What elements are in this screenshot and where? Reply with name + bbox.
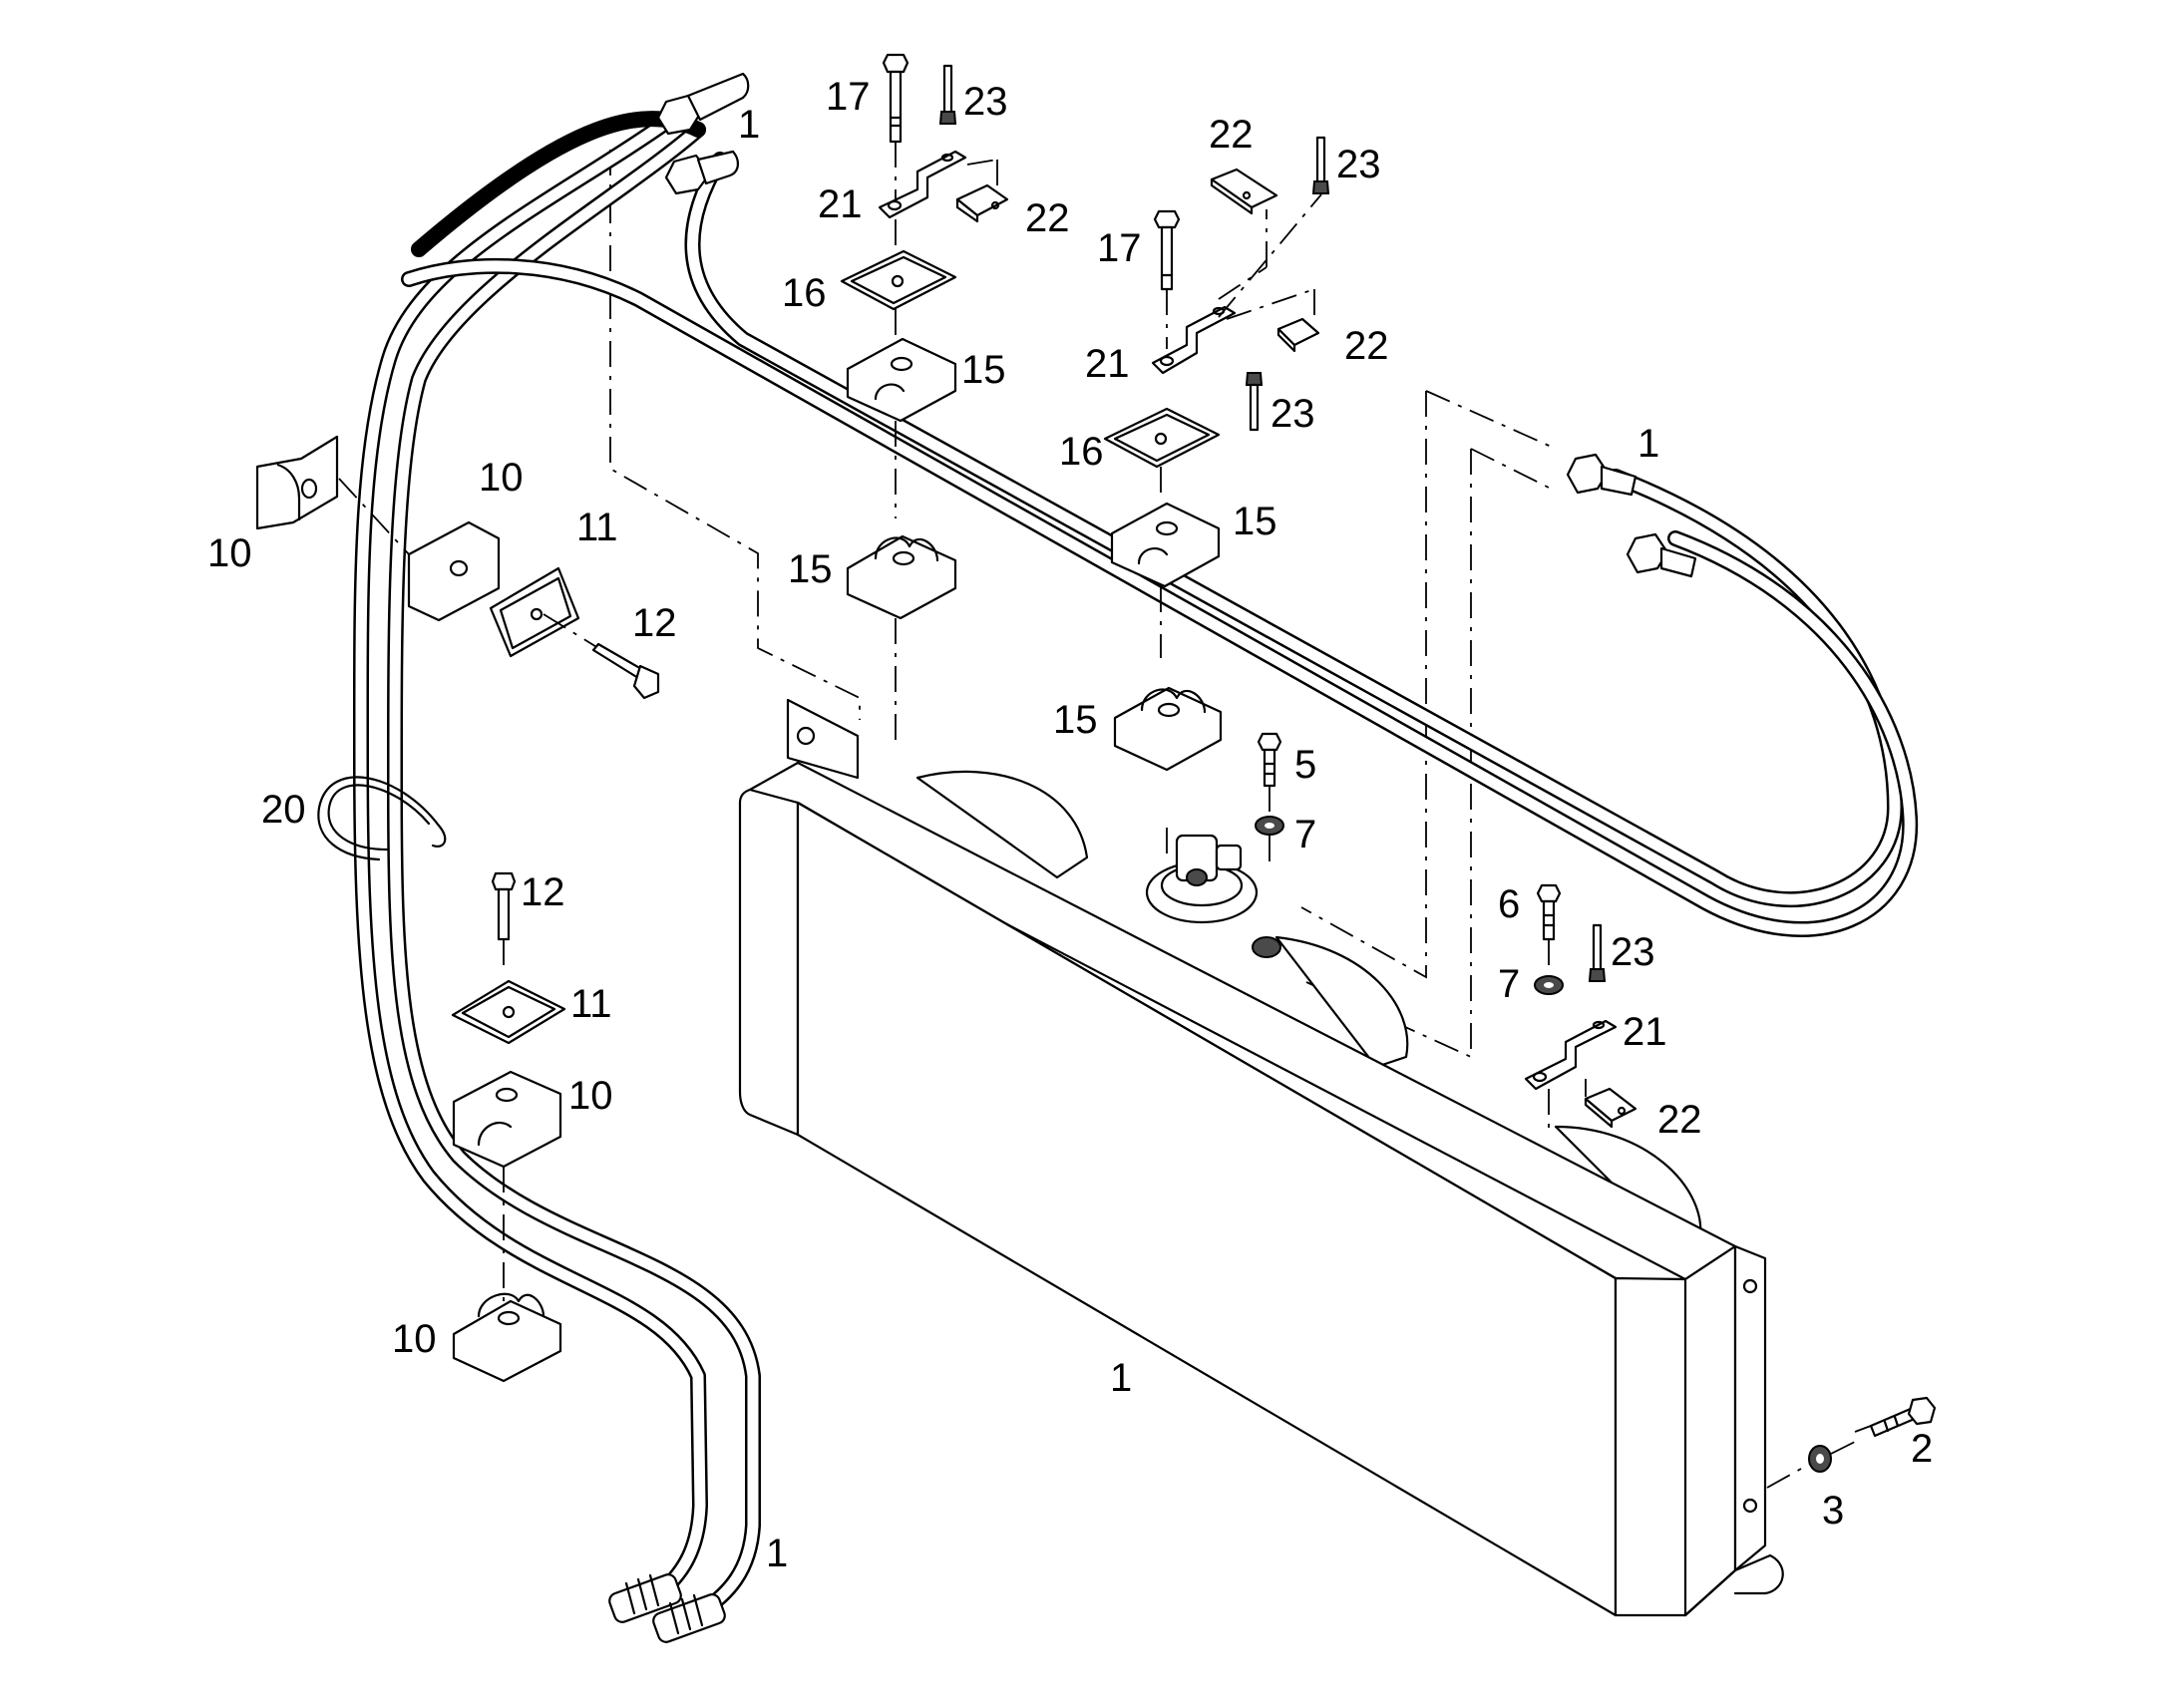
- tab-22-right: [1584, 1079, 1637, 1129]
- callout-23: 23: [1336, 143, 1381, 186]
- tab-22-upper: [955, 159, 1009, 223]
- bolt-12-upper: [543, 613, 660, 700]
- cooler-end-panel-right: [1614, 1244, 1737, 1617]
- washer-7-upper: [1255, 816, 1284, 867]
- bracket-21-center: [1151, 193, 1322, 375]
- cooler-bracket-right: [1733, 1244, 1767, 1572]
- bolt-17-upper: [882, 53, 909, 199]
- callout-15: 15: [1053, 698, 1098, 742]
- callout-15: 15: [788, 547, 833, 591]
- plate-16-upper: [840, 219, 957, 339]
- screw-23-center-top: [1311, 136, 1330, 194]
- bolt-5: [1257, 732, 1282, 816]
- cooler-lift-loop: [1683, 1553, 1784, 1617]
- hose-clamp-ring: [317, 776, 447, 861]
- callout-22: 22: [1344, 324, 1389, 368]
- callout-15: 15: [961, 348, 1006, 392]
- callout-10: 10: [479, 456, 524, 500]
- callout-12: 12: [632, 601, 677, 645]
- tab-22-center-top: [1210, 168, 1278, 215]
- callout-1: 1: [1637, 422, 1659, 466]
- clamp-block-15-center-lower: [1113, 686, 1223, 772]
- clamp-block-10-lower: [452, 1070, 562, 1306]
- bolt-17-center: [1153, 209, 1181, 349]
- clamp-block-10-upper-left: [255, 435, 339, 530]
- callout-16: 16: [1059, 430, 1104, 474]
- hoses: [352, 72, 1919, 1643]
- screw-23-center-mid: [1245, 372, 1264, 432]
- callout-5: 5: [1294, 743, 1316, 787]
- callout-21: 21: [1623, 1010, 1667, 1054]
- screw-23-upper: [938, 64, 957, 125]
- fan-shroud-left: [915, 770, 1089, 879]
- callout-11: 11: [570, 982, 612, 1026]
- callout-23: 23: [1271, 392, 1315, 436]
- callout-21: 21: [1085, 342, 1130, 386]
- callout-17: 17: [826, 75, 871, 119]
- clamp-block-15-upper: [846, 337, 957, 518]
- callout-1: 1: [1110, 1356, 1132, 1400]
- plate-11-lower: [451, 979, 566, 1045]
- callout-23: 23: [963, 80, 1008, 124]
- cooler-filler-neck: [1145, 834, 1281, 958]
- bracket-21-right: [1524, 1019, 1618, 1137]
- plate-16-center: [1103, 407, 1221, 499]
- callout-23: 23: [1611, 930, 1655, 974]
- bolt-2: [1854, 1396, 1937, 1438]
- cooler-bracket-left: [786, 698, 860, 780]
- bracket-21-upper: [878, 150, 967, 219]
- plate-11-upper: [489, 566, 580, 658]
- clamp-block-10-bottom: [452, 1292, 562, 1383]
- callout-2: 2: [1911, 1427, 1933, 1471]
- hose-fittings-right: [1566, 453, 1697, 578]
- callout-22: 22: [1657, 1098, 1702, 1142]
- hose-fittings-bottom: [608, 1573, 726, 1643]
- bolt-6: [1536, 883, 1562, 972]
- callout-16: 16: [782, 271, 827, 315]
- fan-shroud-mid: [1274, 935, 1409, 1069]
- bolt-12-lower: [491, 871, 517, 972]
- callout-11: 11: [576, 506, 618, 549]
- callout-12: 12: [521, 870, 565, 914]
- callout-7: 7: [1294, 813, 1316, 856]
- callout-10: 10: [392, 1317, 437, 1361]
- callout-labels: 1 1 1 1 2 3 5 6 7 7 10 10 10 10 11 11 12…: [207, 75, 1933, 1575]
- callout-6: 6: [1498, 882, 1520, 926]
- oil-cooler: [738, 698, 1784, 1617]
- callout-20: 20: [261, 788, 306, 832]
- callout-22: 22: [1025, 196, 1070, 240]
- callout-15: 15: [1233, 500, 1277, 543]
- clamp-block-15-center: [1110, 502, 1221, 658]
- tab-22-center-right: [1226, 288, 1320, 353]
- cooler-end-cap-left: [738, 788, 800, 1137]
- hose-fittings-top: [656, 72, 750, 195]
- clamp-block-10-mid-left: [338, 478, 501, 622]
- clamp-block-15-mid-left: [846, 534, 957, 746]
- callout-1: 1: [738, 103, 760, 147]
- screw-23-right: [1588, 923, 1607, 982]
- washer-3: [1766, 1441, 1856, 1489]
- callout-21: 21: [818, 182, 863, 226]
- callout-10: 10: [568, 1074, 613, 1118]
- washer-7-lower: [1534, 975, 1564, 995]
- callout-22: 22: [1209, 113, 1254, 157]
- callout-10: 10: [207, 531, 252, 575]
- callout-7: 7: [1498, 962, 1520, 1006]
- callout-17: 17: [1097, 226, 1142, 270]
- cooler-front-face: [796, 801, 1618, 1617]
- callout-1: 1: [766, 1532, 788, 1575]
- callout-3: 3: [1822, 1489, 1844, 1533]
